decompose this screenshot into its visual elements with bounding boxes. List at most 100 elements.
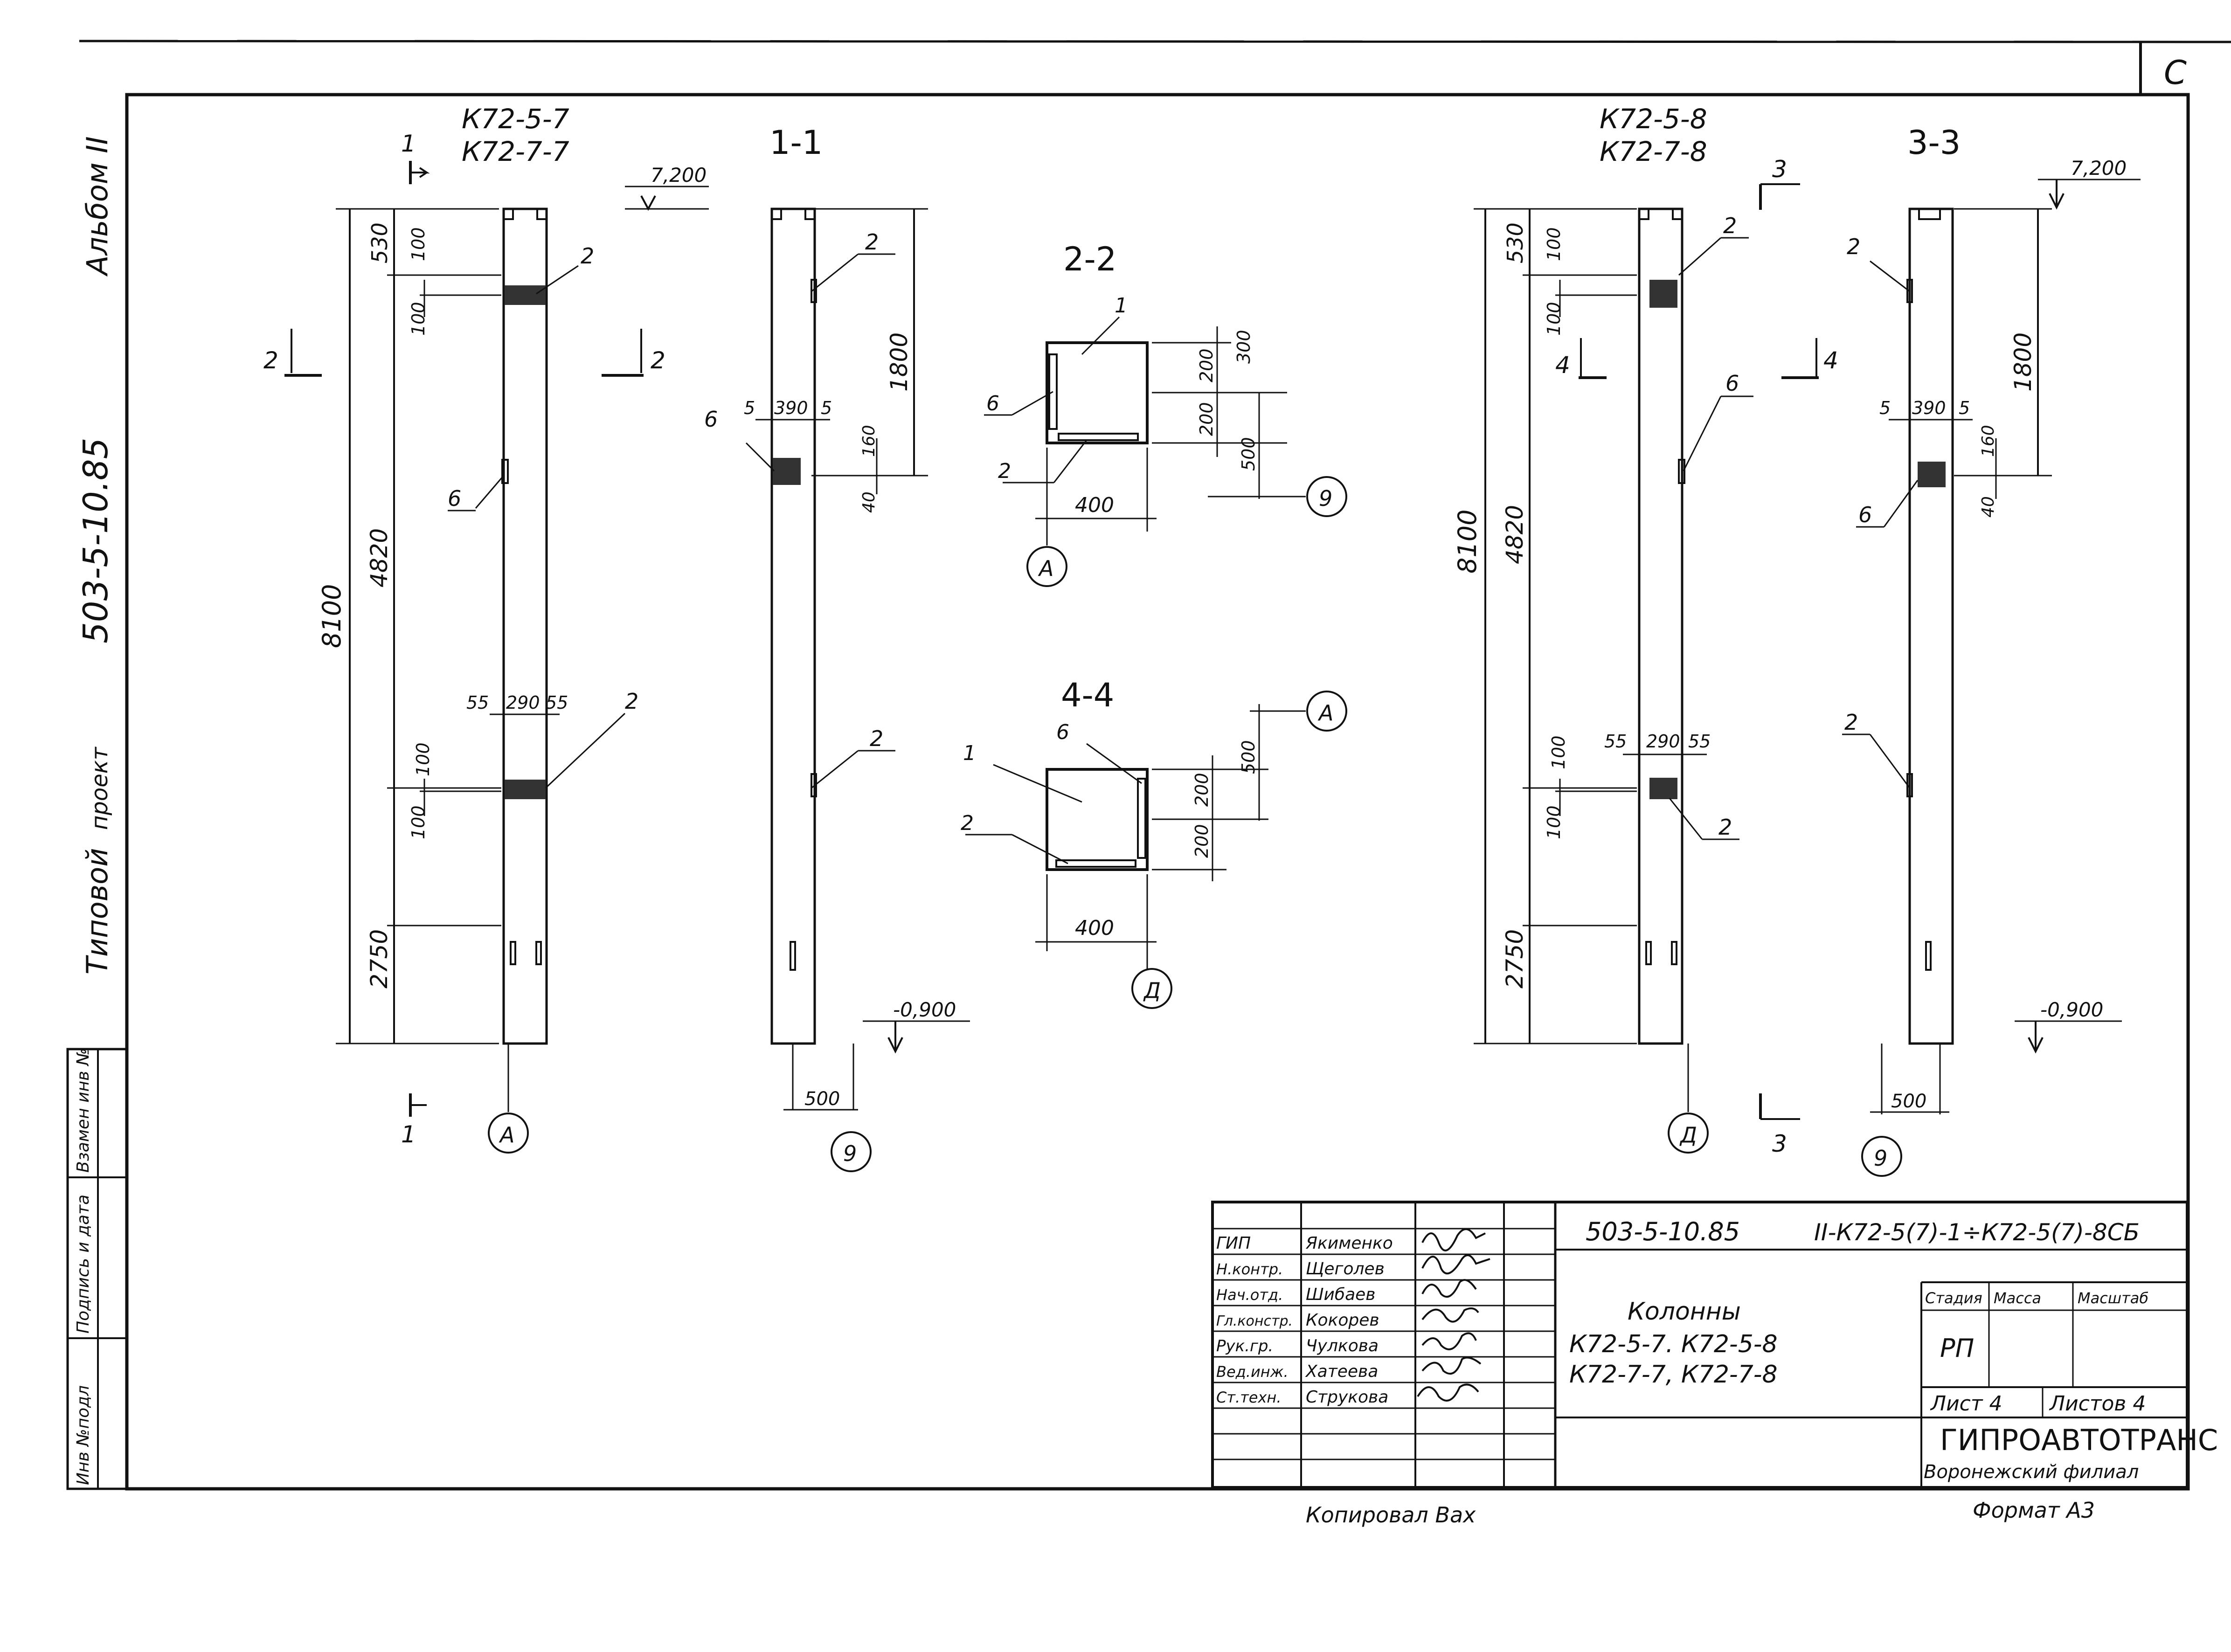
doc-code: 503-5-10.85	[1586, 1217, 1740, 1246]
scale-header: Масштаб	[2078, 1289, 2148, 1307]
s44-axis-right	[1306, 691, 1347, 732]
doc-series: II-К72-5(7)-1÷К72-5(7)-8СБ	[1814, 1219, 2140, 1246]
s33-dim-40: 40	[1979, 496, 1998, 518]
left-dim-55b: 55	[546, 692, 568, 713]
staff-name-6: Струкова	[1306, 1388, 1388, 1407]
side-labels: Альбом II 503-5-10.85 проект Типовой	[76, 136, 115, 975]
left-elevation: К72-5-7 К72-7-7 8100 530 4820 2750 100 1…	[263, 103, 709, 1154]
right-callout-6: 6	[1725, 371, 1739, 396]
left-plate-top	[505, 285, 546, 305]
s44-axis-bottom	[1131, 968, 1172, 1009]
s33-axis-label: 9	[1874, 1146, 1887, 1171]
s22-axis-bottom-label: А	[1038, 556, 1053, 581]
left-dim-290: 290	[506, 692, 540, 713]
staff-role-5: Вед.инж.	[1216, 1363, 1289, 1381]
cut-4-right: 4	[1823, 347, 1838, 374]
section-3-3: 3-3 1800 5 390 5 160 40 2 6 2 7,200 -0,9…	[1842, 124, 2141, 1177]
left-callout-2-bottom: 2	[625, 689, 638, 714]
s22-dim-200b: 200	[1196, 402, 1217, 436]
object-line-2: К72-7-7, К72-7-8	[1569, 1361, 1778, 1389]
cut-2-left: 2	[263, 347, 278, 374]
section-4-4: 4-4 200 500 200 А 400 Д 1 6 2	[961, 676, 1347, 1009]
s11-level: -0,900	[893, 998, 956, 1021]
s22-axis-bottom	[1026, 546, 1067, 587]
staff-role-6: Ст.техн.	[1216, 1389, 1282, 1406]
s44-square	[1046, 768, 1149, 871]
right-dim-100b: 100	[1544, 302, 1564, 336]
left-plate-bottom	[505, 780, 546, 799]
s44-callout-6: 6	[1056, 720, 1069, 744]
s33-level-top: 7,200	[2071, 157, 2127, 180]
s44-callout-1: 1	[963, 741, 976, 765]
s11-plate	[773, 458, 801, 485]
left-dim-mid: 4820	[366, 528, 393, 588]
left-axis-label: А	[499, 1122, 514, 1147]
section-2-2-title: 2-2	[1063, 240, 1116, 278]
section-1-1-title: 1-1	[769, 124, 823, 162]
staff-name-0: Якименко	[1305, 1234, 1393, 1253]
s33-dim-160: 160	[1979, 425, 1998, 457]
staff-role-0: ГИП	[1216, 1234, 1251, 1253]
s22-callout-2: 2	[998, 459, 1011, 483]
copied-by: Копировал Вах	[1306, 1502, 1476, 1528]
right-dim-290: 290	[1646, 731, 1680, 752]
left-plate-6	[501, 459, 509, 484]
staff-role-3: Гл.констр.	[1216, 1313, 1293, 1329]
s11-dim-40: 40	[859, 491, 879, 513]
left-mark-2: К72-7-7	[462, 136, 569, 167]
staff-name-1: Щеголев	[1306, 1259, 1385, 1279]
right-callout-2-bottom: 2	[1718, 815, 1732, 840]
s44-callout-2: 2	[961, 811, 974, 835]
signatures	[1417, 1228, 1490, 1402]
s44-dim-200b: 200	[1192, 824, 1212, 858]
s33-axis-bubble	[1861, 1136, 1902, 1177]
right-plate-top	[1649, 280, 1677, 308]
s22-axis-right	[1306, 476, 1347, 517]
left-axis-bubble	[488, 1113, 529, 1154]
s11-dim-160: 160	[859, 425, 879, 457]
staff-role-2: Нач.отд.	[1216, 1286, 1283, 1304]
typical-word: Типовой	[80, 848, 114, 975]
s22-callout-1: 1	[1115, 294, 1128, 318]
left-dim-bottom: 2750	[366, 929, 393, 988]
cut-3-bottom: 3	[1772, 1130, 1787, 1157]
stamp-podpis: Подпись и дата	[74, 1195, 93, 1334]
s33-callout-6: 6	[1858, 502, 1872, 527]
s11-dim-5b: 5	[821, 398, 832, 418]
mass-header: Масса	[1994, 1289, 2041, 1307]
s11-axis-bubble	[831, 1131, 872, 1172]
right-dim-55b: 55	[1688, 731, 1711, 752]
s11-axis-label: 9	[843, 1141, 857, 1166]
right-mark-1: К72-5-8	[1600, 103, 1707, 135]
staff-name-5: Хатеева	[1305, 1362, 1378, 1381]
left-dim-100a: 100	[408, 227, 429, 261]
cut-1-top: 1	[401, 130, 416, 157]
album-label: Альбом II	[80, 136, 114, 277]
section-2-2: 2-2 200 300 200 500 9 400 А 1 6 2	[984, 240, 1347, 587]
s22-dim-400: 400	[1075, 493, 1114, 517]
s22-square	[1046, 341, 1149, 444]
s33-level-bot: -0,900	[2040, 998, 2103, 1021]
staff-role-4: Рук.гр.	[1216, 1337, 1273, 1355]
s44-dim-400: 400	[1075, 916, 1114, 940]
right-dim-55a: 55	[1604, 731, 1627, 752]
right-callout-2-top: 2	[1723, 213, 1737, 238]
s22-axis-right-label: 9	[1319, 486, 1332, 511]
left-callout-2-top: 2	[581, 243, 594, 269]
stamp-vzamen: Взамен инв №	[74, 1048, 93, 1173]
title-block: ГИП Якименко Н.контр. Щеголев Нач.отд. Ш…	[1211, 1201, 2218, 1489]
right-axis-bubble	[1668, 1113, 1709, 1154]
right-dim-mid: 4820	[1501, 505, 1528, 564]
right-elevation: К72-5-8 К72-7-8 8100 530 4820 2750 100 1…	[1453, 103, 1838, 1157]
left-dim-top: 530	[367, 222, 392, 263]
right-axis-label: Д	[1679, 1122, 1697, 1147]
s33-callout-2-bottom: 2	[1844, 710, 1858, 735]
s44-dim-500: 500	[1238, 740, 1259, 774]
staff-name-3: Кокорев	[1306, 1311, 1379, 1330]
left-dim-100d: 100	[408, 805, 429, 839]
cut-2-right: 2	[651, 347, 665, 374]
s11-dim-1800: 1800	[886, 332, 913, 392]
s22-dim-200a: 200	[1196, 348, 1217, 382]
right-dim-100d: 100	[1544, 805, 1564, 839]
section-1-1-body	[770, 207, 816, 1045]
